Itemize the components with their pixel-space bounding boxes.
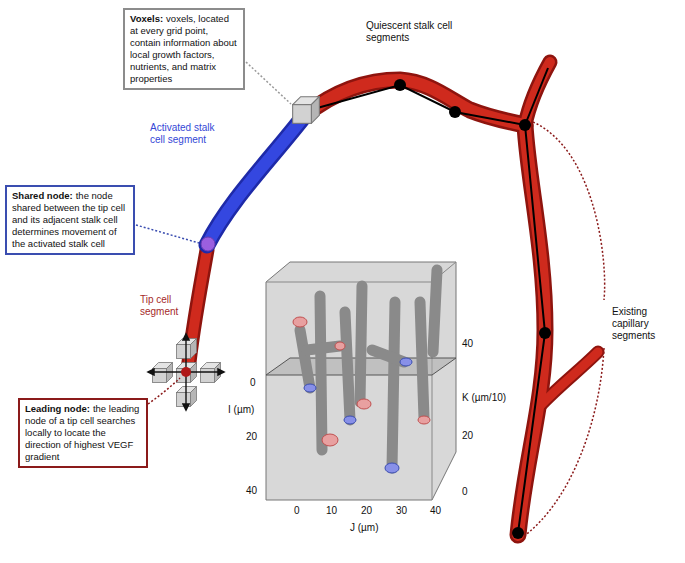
leading-node-callout: Leading node:the leading node of a tip c… [18,398,148,468]
tick-label-text: 40 [246,485,257,496]
tick-label: 40 [430,505,448,517]
tick-label: 30 [396,505,414,517]
tick-label: 20 [462,430,480,442]
segment-label-text: Activated stalk cell segment [150,122,214,145]
tick-label-text: 40 [462,338,473,349]
tick-label: 20 [361,505,379,517]
segment-label-text: Existing capillary segments [612,306,655,341]
axis-title-text: K (µm/10) [462,392,506,403]
tick-label-text: 0 [294,505,300,516]
tick-label-text: 20 [246,431,257,442]
axis-title: K (µm/10) [462,392,512,404]
segment-label: Activated stalk cell segment [150,122,230,146]
tick-label-text: 20 [462,430,473,441]
tick-label: 0 [462,486,478,498]
tick-label: 20 [246,431,264,443]
axis-title: J (µm) [350,522,400,534]
segment-label-text: Quiescent stalk cell segments [366,20,452,43]
tick-label-text: 0 [462,486,468,497]
tick-label: 40 [246,485,264,497]
segment-label: Existing capillary segments [612,306,678,342]
voxels-callout: Voxels:voxels, located at every grid poi… [123,8,245,90]
callout-heading: Leading node: [25,403,90,414]
segment-label-text: Tip cell segment [140,294,178,317]
tick-label-text: 10 [326,505,337,516]
segment-label: Tip cell segment [140,294,190,318]
tick-label: 10 [326,505,344,517]
tick-label-text: 0 [250,377,256,388]
callout-heading: Voxels: [130,13,163,24]
axis-title-text: J (µm) [350,522,379,533]
shared-node-callout: Shared node:the node shared between the … [5,185,135,255]
tick-label: 0 [250,377,266,389]
segment-label: Quiescent stalk cell segments [366,20,476,44]
axis-title: I (µm) [228,404,264,416]
callout-heading: Shared node: [12,190,73,201]
tick-label-text: 30 [396,505,407,516]
tick-label: 40 [462,338,480,350]
tick-label-text: 20 [361,505,372,516]
axis-title-text: I (µm) [228,404,254,415]
tick-label: 0 [294,505,308,517]
tick-label-text: 40 [430,505,441,516]
